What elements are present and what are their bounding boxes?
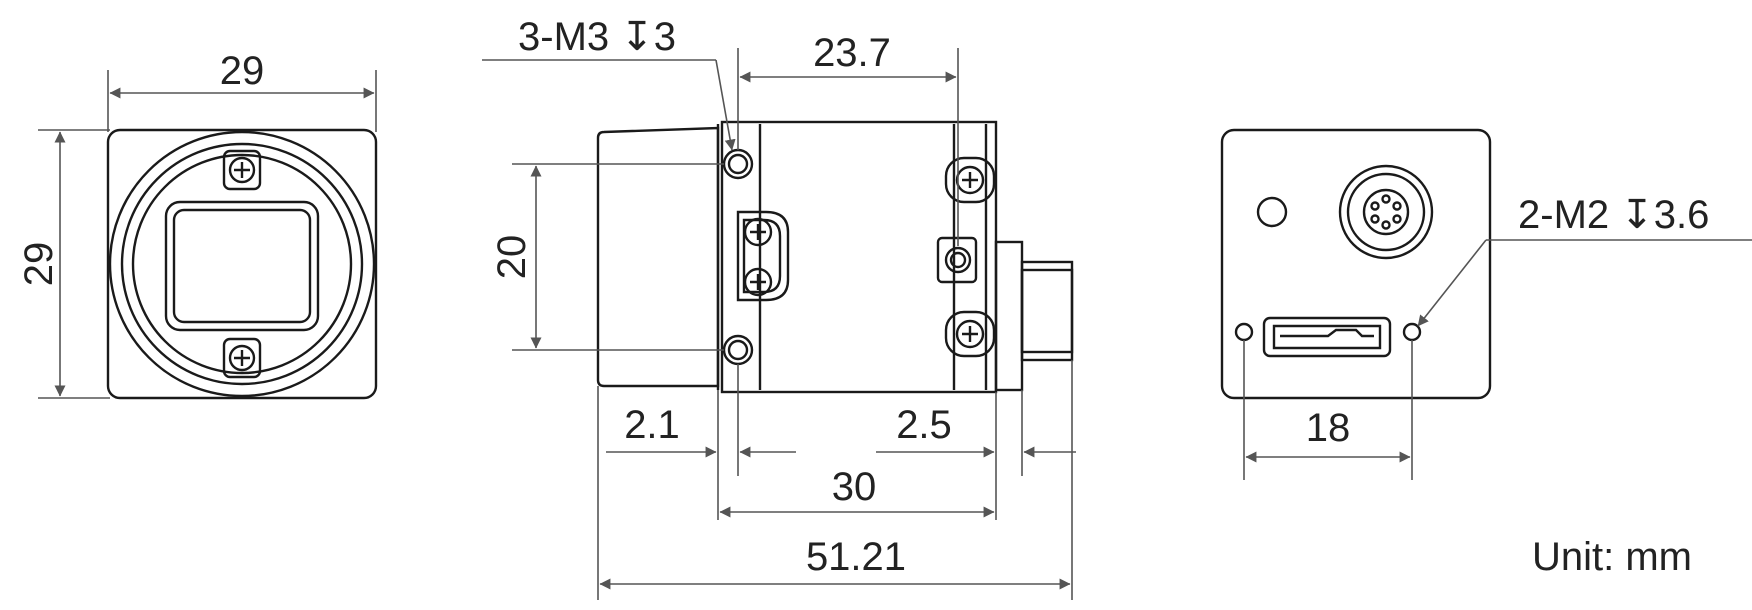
lens-mount-outer-ring	[108, 130, 376, 398]
side-bracket-left	[736, 210, 790, 302]
front-screw-top	[222, 149, 262, 191]
side-hole-callout-leader	[715, 59, 736, 151]
hole-spacing-label: 18	[1306, 406, 1351, 450]
lens-mount-inner-ring	[120, 142, 364, 386]
overall-length-label: 51.21	[806, 535, 906, 579]
rear-body-outline	[1220, 128, 1492, 400]
front-screw-bottom	[222, 337, 262, 379]
lens-mount-thread-ring	[131, 153, 353, 375]
unit-label: Unit: mm	[1532, 535, 1692, 579]
m2-hole-left	[1234, 322, 1254, 342]
rear-flange-label: 2.5	[896, 403, 952, 447]
side-hole-callout: 3-M3 ↧3	[518, 15, 676, 59]
front-view: 29 29	[17, 49, 378, 400]
side-screw-right-top	[944, 156, 996, 204]
m2-hole-right	[1402, 322, 1422, 342]
side-screw-lower	[743, 267, 773, 297]
gpio-connector	[1338, 164, 1434, 260]
front-width-label: 29	[220, 49, 265, 93]
top-span-label: 23.7	[813, 31, 891, 75]
sensor-window-inner	[172, 208, 312, 324]
sensor-window-outer	[164, 200, 320, 332]
rear-flange	[994, 240, 1024, 392]
front-height-label: 29	[17, 242, 61, 287]
lens-flange-label: 2.1	[624, 403, 680, 447]
front-body-outline	[106, 128, 378, 400]
rear-indicator-hole	[1256, 196, 1288, 228]
rear-hole-callout-leader	[1417, 239, 1487, 327]
body-length-label: 30	[832, 465, 877, 509]
side-view: 3-M3 ↧3 23.7 20 2.1 2.5 30 51.21	[482, 15, 1076, 600]
side-screw-right-bottom	[944, 310, 996, 358]
m3-hole-right	[944, 246, 972, 274]
side-screw-upper	[743, 217, 773, 247]
rear-hole-callout: 2-M2 ↧3.6	[1518, 193, 1709, 237]
rear-connector	[1020, 260, 1074, 362]
usb-port	[1262, 316, 1392, 358]
lens-mount-profile	[596, 126, 720, 388]
vertical-span-label: 20	[490, 235, 534, 280]
rear-view: 2-M2 ↧3.6 18	[1220, 128, 1752, 480]
